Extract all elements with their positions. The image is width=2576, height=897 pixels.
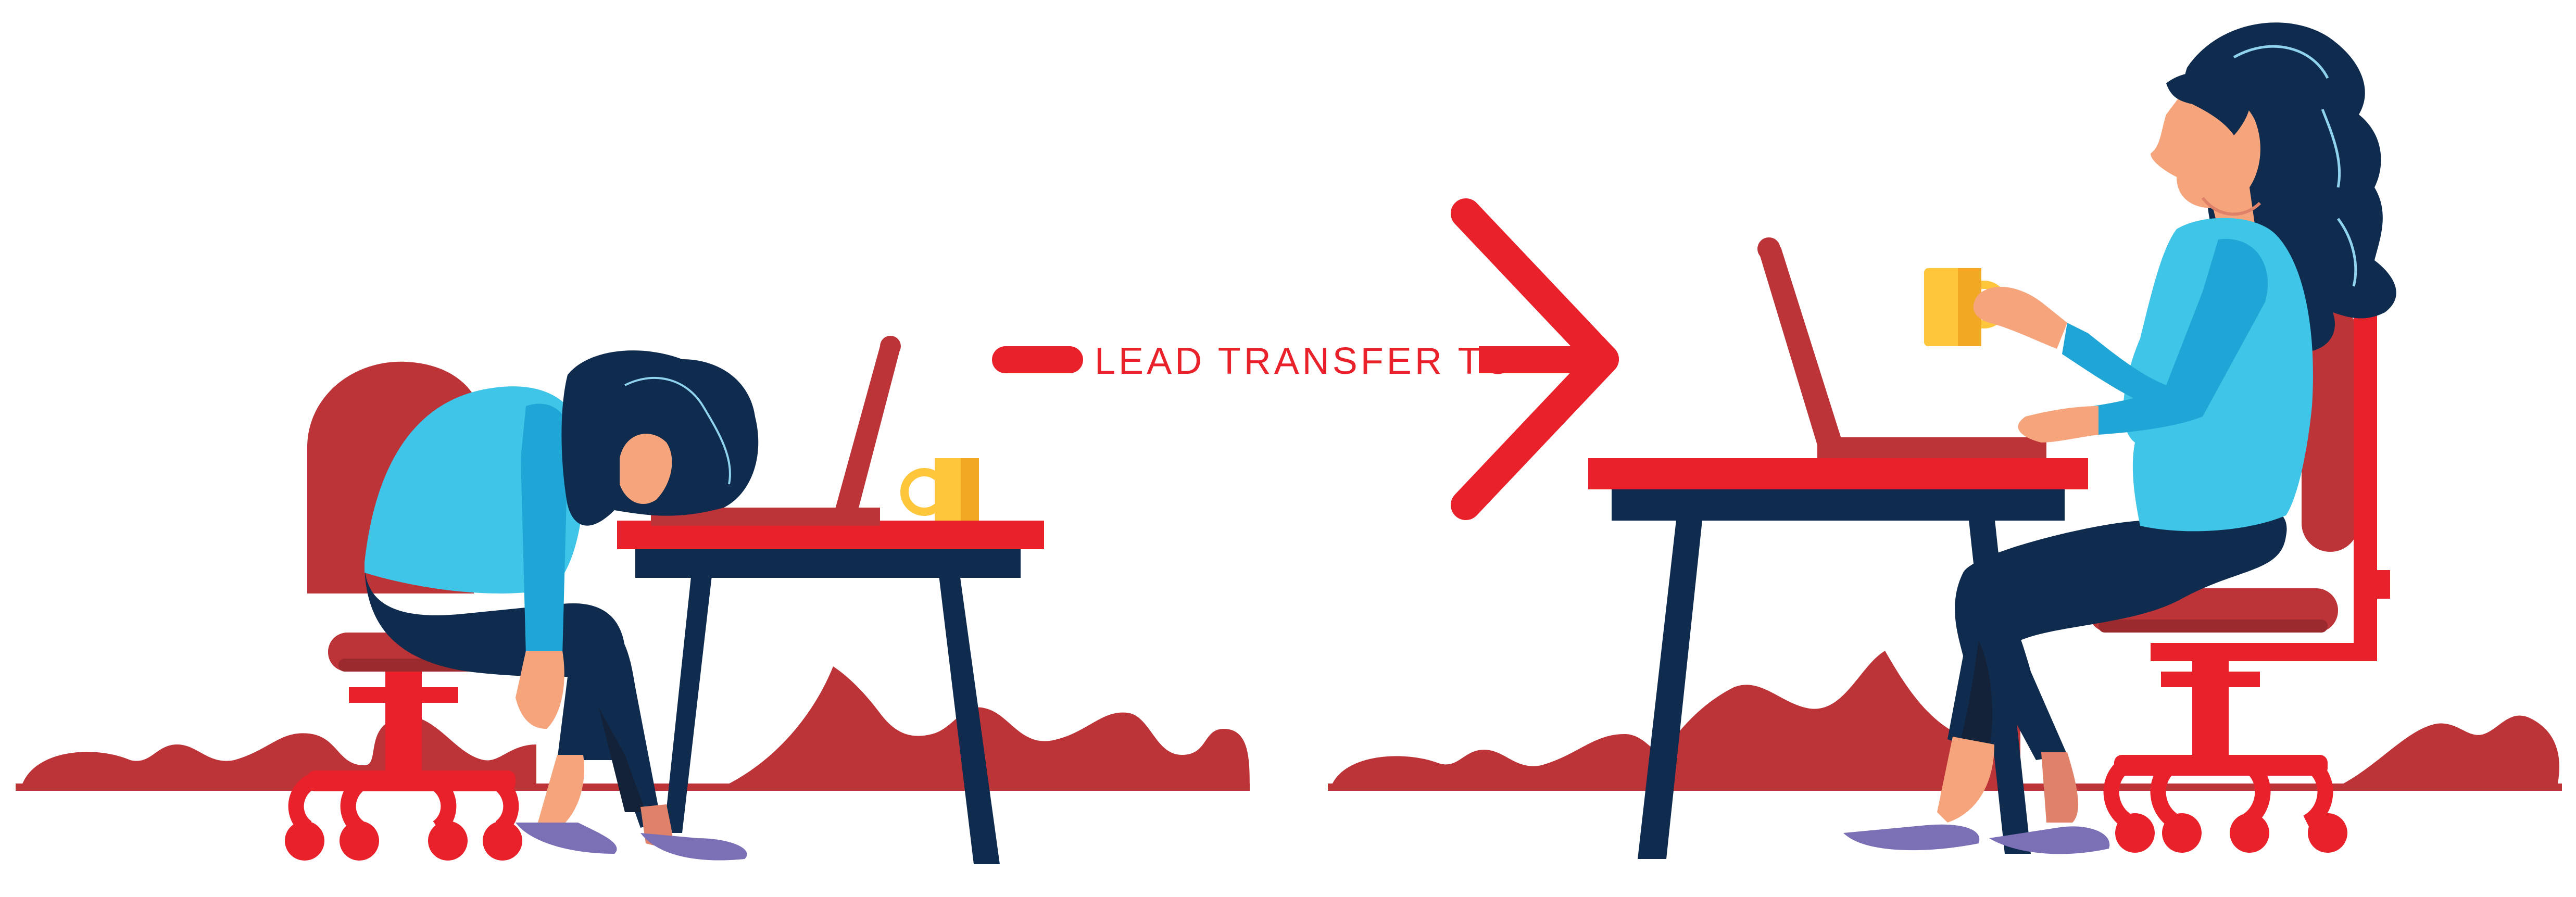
- right-chair-frame-knob: [2372, 570, 2390, 599]
- right-desk: [1588, 458, 2088, 859]
- chevron-right-icon: [1451, 198, 1619, 520]
- right-ground-mountain: [1640, 651, 2020, 789]
- right-chair-base: [2114, 755, 2328, 776]
- right-ground-hills: [1330, 734, 1687, 789]
- right-chair-frame-vertical: [2354, 307, 2377, 661]
- right-chair-back: [2302, 307, 2359, 552]
- right-chair-frame-horizontal: [2151, 643, 2377, 661]
- tired-worker-scene: [285, 336, 1044, 864]
- right-chair-wheels: [2103, 759, 2347, 853]
- right-laptop-icon: [1757, 237, 2046, 458]
- transfer-banner: LEAD TRANSFER TO: [992, 198, 1619, 520]
- tired-woman-figure: [365, 350, 759, 861]
- happy-woman-figure: [1843, 22, 2396, 854]
- left-chair-wheels: [285, 774, 522, 861]
- left-mug-icon: [900, 458, 979, 521]
- right-chair-seat-shadow: [2099, 620, 2328, 633]
- right-chair-post-collar: [2161, 672, 2260, 687]
- left-chair-base: [307, 770, 516, 791]
- banner-caption: LEAD TRANSFER TO: [1095, 340, 1515, 382]
- active-worker-scene: [1588, 22, 2396, 859]
- left-chair-post: [385, 672, 422, 770]
- banner-left-bar: [992, 346, 1083, 373]
- right-ground-far-hills: [2333, 715, 2559, 789]
- left-ground-mountain: [719, 666, 1250, 789]
- left-chair-arm-bar: [349, 687, 458, 703]
- right-mug-icon: [1924, 268, 2008, 346]
